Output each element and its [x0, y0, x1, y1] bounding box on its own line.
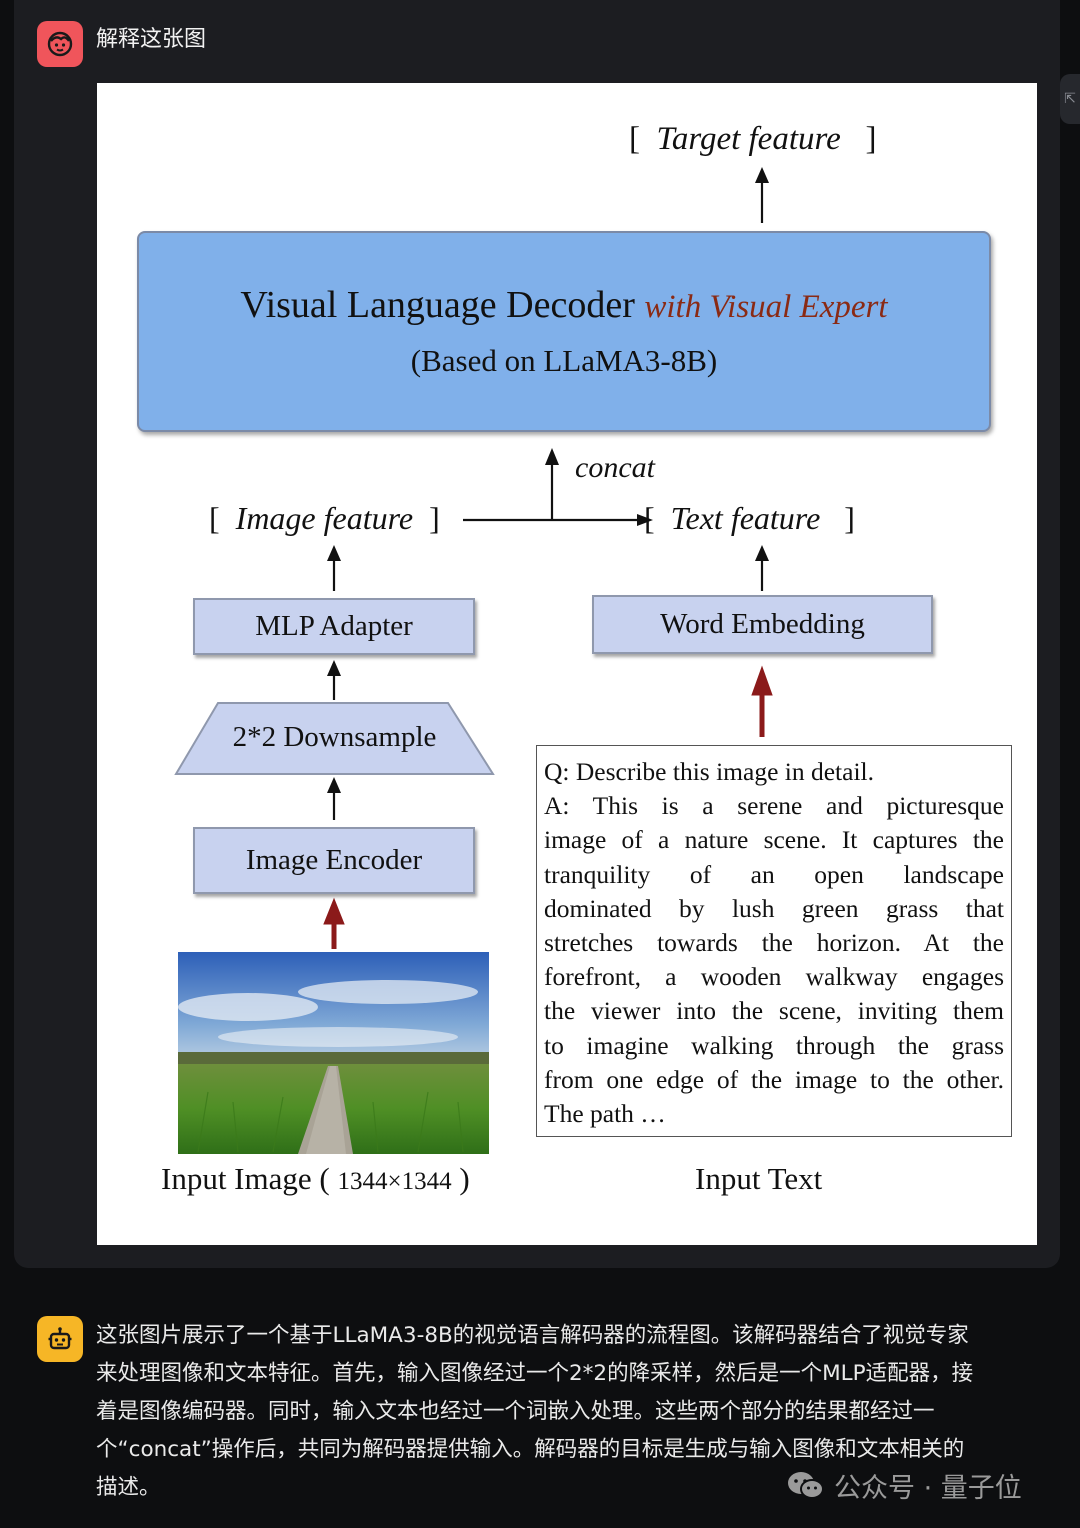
arrowhead-image-feature — [327, 545, 341, 561]
text-feature-label: [ Text feature ] — [644, 500, 855, 536]
input-image-size: 1344×1344 — [337, 1168, 452, 1195]
user-avatar — [37, 21, 83, 67]
decoder-base-label: (Based on LLaMA3-8B) — [410, 343, 718, 378]
red-arrowhead-text — [751, 665, 773, 696]
arrowhead-text-feature — [755, 545, 769, 561]
side-collapse-tab[interactable]: ⇱ — [1060, 74, 1080, 124]
qa-line: forefront, a wooden walkway engages — [544, 962, 1004, 992]
input-text-box: Q: Describe this image in detail. A: Thi… — [536, 745, 1012, 1137]
red-arrowhead-image — [323, 897, 345, 925]
qa-line: stretches towards the horizon. At the — [544, 928, 1004, 958]
bot-message-text: 这张图片展示了一个基于LLaMA3-8B的视觉语言解码器的流程图。该解码器结合了… — [96, 1317, 1058, 1507]
decoder-title: Visual Language Decoder — [240, 284, 635, 326]
downsample-trapezoid — [174, 702, 495, 775]
word-embedding-box: Word Embedding — [592, 595, 933, 654]
qa-line: the viewer into the scene, inviting them — [544, 996, 1004, 1026]
qa-line: tranquility of an open landscape — [544, 859, 1004, 889]
arrowhead-mlp — [327, 660, 341, 676]
qa-line: image of a nature scene. It captures the — [544, 825, 1004, 855]
input-text-label: Input Text — [695, 1161, 823, 1196]
concat-label: concat — [575, 451, 655, 484]
qa-line: Q: Describe this image in detail. — [544, 757, 874, 786]
mlp-adapter-box: MLP Adapter — [193, 598, 475, 655]
attached-figure: [ Target feature ] Visual Language Decod… — [97, 83, 1037, 1245]
collapse-arrow-icon: ⇱ — [1064, 91, 1076, 107]
user-message-text: 解释这张图 — [96, 27, 207, 52]
figure-connectors — [174, 167, 773, 949]
watermark-text: 公众号 · 量子位 — [834, 1473, 1022, 1504]
wechat-icon — [788, 1471, 824, 1499]
arrowhead-target — [755, 167, 769, 183]
visual-language-decoder-box: Visual Language Decoder with Visual Expe… — [137, 231, 991, 432]
arrowhead-concat-right — [637, 514, 653, 526]
bot-message-line: 个“concat”操作后，共同为解码器提供输入。解码器的目标是生成与输入图像和文… — [96, 1437, 965, 1462]
input-image-label: Input Image ( 1344×1344 ) — [161, 1161, 470, 1196]
image-feature-label: [ Image feature ] — [209, 500, 440, 536]
bot-message-line: 着是图像编码器。同时，输入文本也经过一个词嵌入处理。这些两个部分的结果都经过一 — [96, 1399, 935, 1424]
image-encoder-box: Image Encoder — [193, 827, 475, 894]
bot-message-line: 这张图片展示了一个基于LLaMA3-8B的视觉语言解码器的流程图。该解码器结合了… — [96, 1323, 969, 1348]
user-face-icon — [47, 31, 73, 57]
target-feature-label: [ Target feature ] — [629, 121, 877, 157]
bot-message-line: 来处理图像和文本特征。首先，输入图像经过一个2*2的降采样，然后是一个MLP适配… — [96, 1361, 974, 1386]
robot-icon — [48, 1327, 72, 1350]
downsample-label: 2*2 Downsample — [232, 721, 437, 753]
qa-line: from one edge of the image to the other. — [544, 1064, 1004, 1094]
watermark: 公众号 · 量子位 — [786, 1466, 1022, 1505]
input-image-photo — [178, 952, 489, 1154]
qa-line: The path … — [544, 1099, 666, 1129]
arrowhead-downsample — [327, 777, 341, 793]
bot-message-line: 描述。 — [96, 1475, 161, 1500]
qa-line: dominated by lush green grass that — [544, 893, 1004, 923]
qa-line: A: This is a serene and picturesque — [544, 791, 1004, 821]
arrowhead-concat — [545, 448, 559, 465]
decoder-expert-label: with Visual Expert — [644, 289, 888, 325]
qa-line: to imagine walking through the grass — [544, 1030, 1004, 1060]
bot-avatar — [37, 1316, 83, 1362]
